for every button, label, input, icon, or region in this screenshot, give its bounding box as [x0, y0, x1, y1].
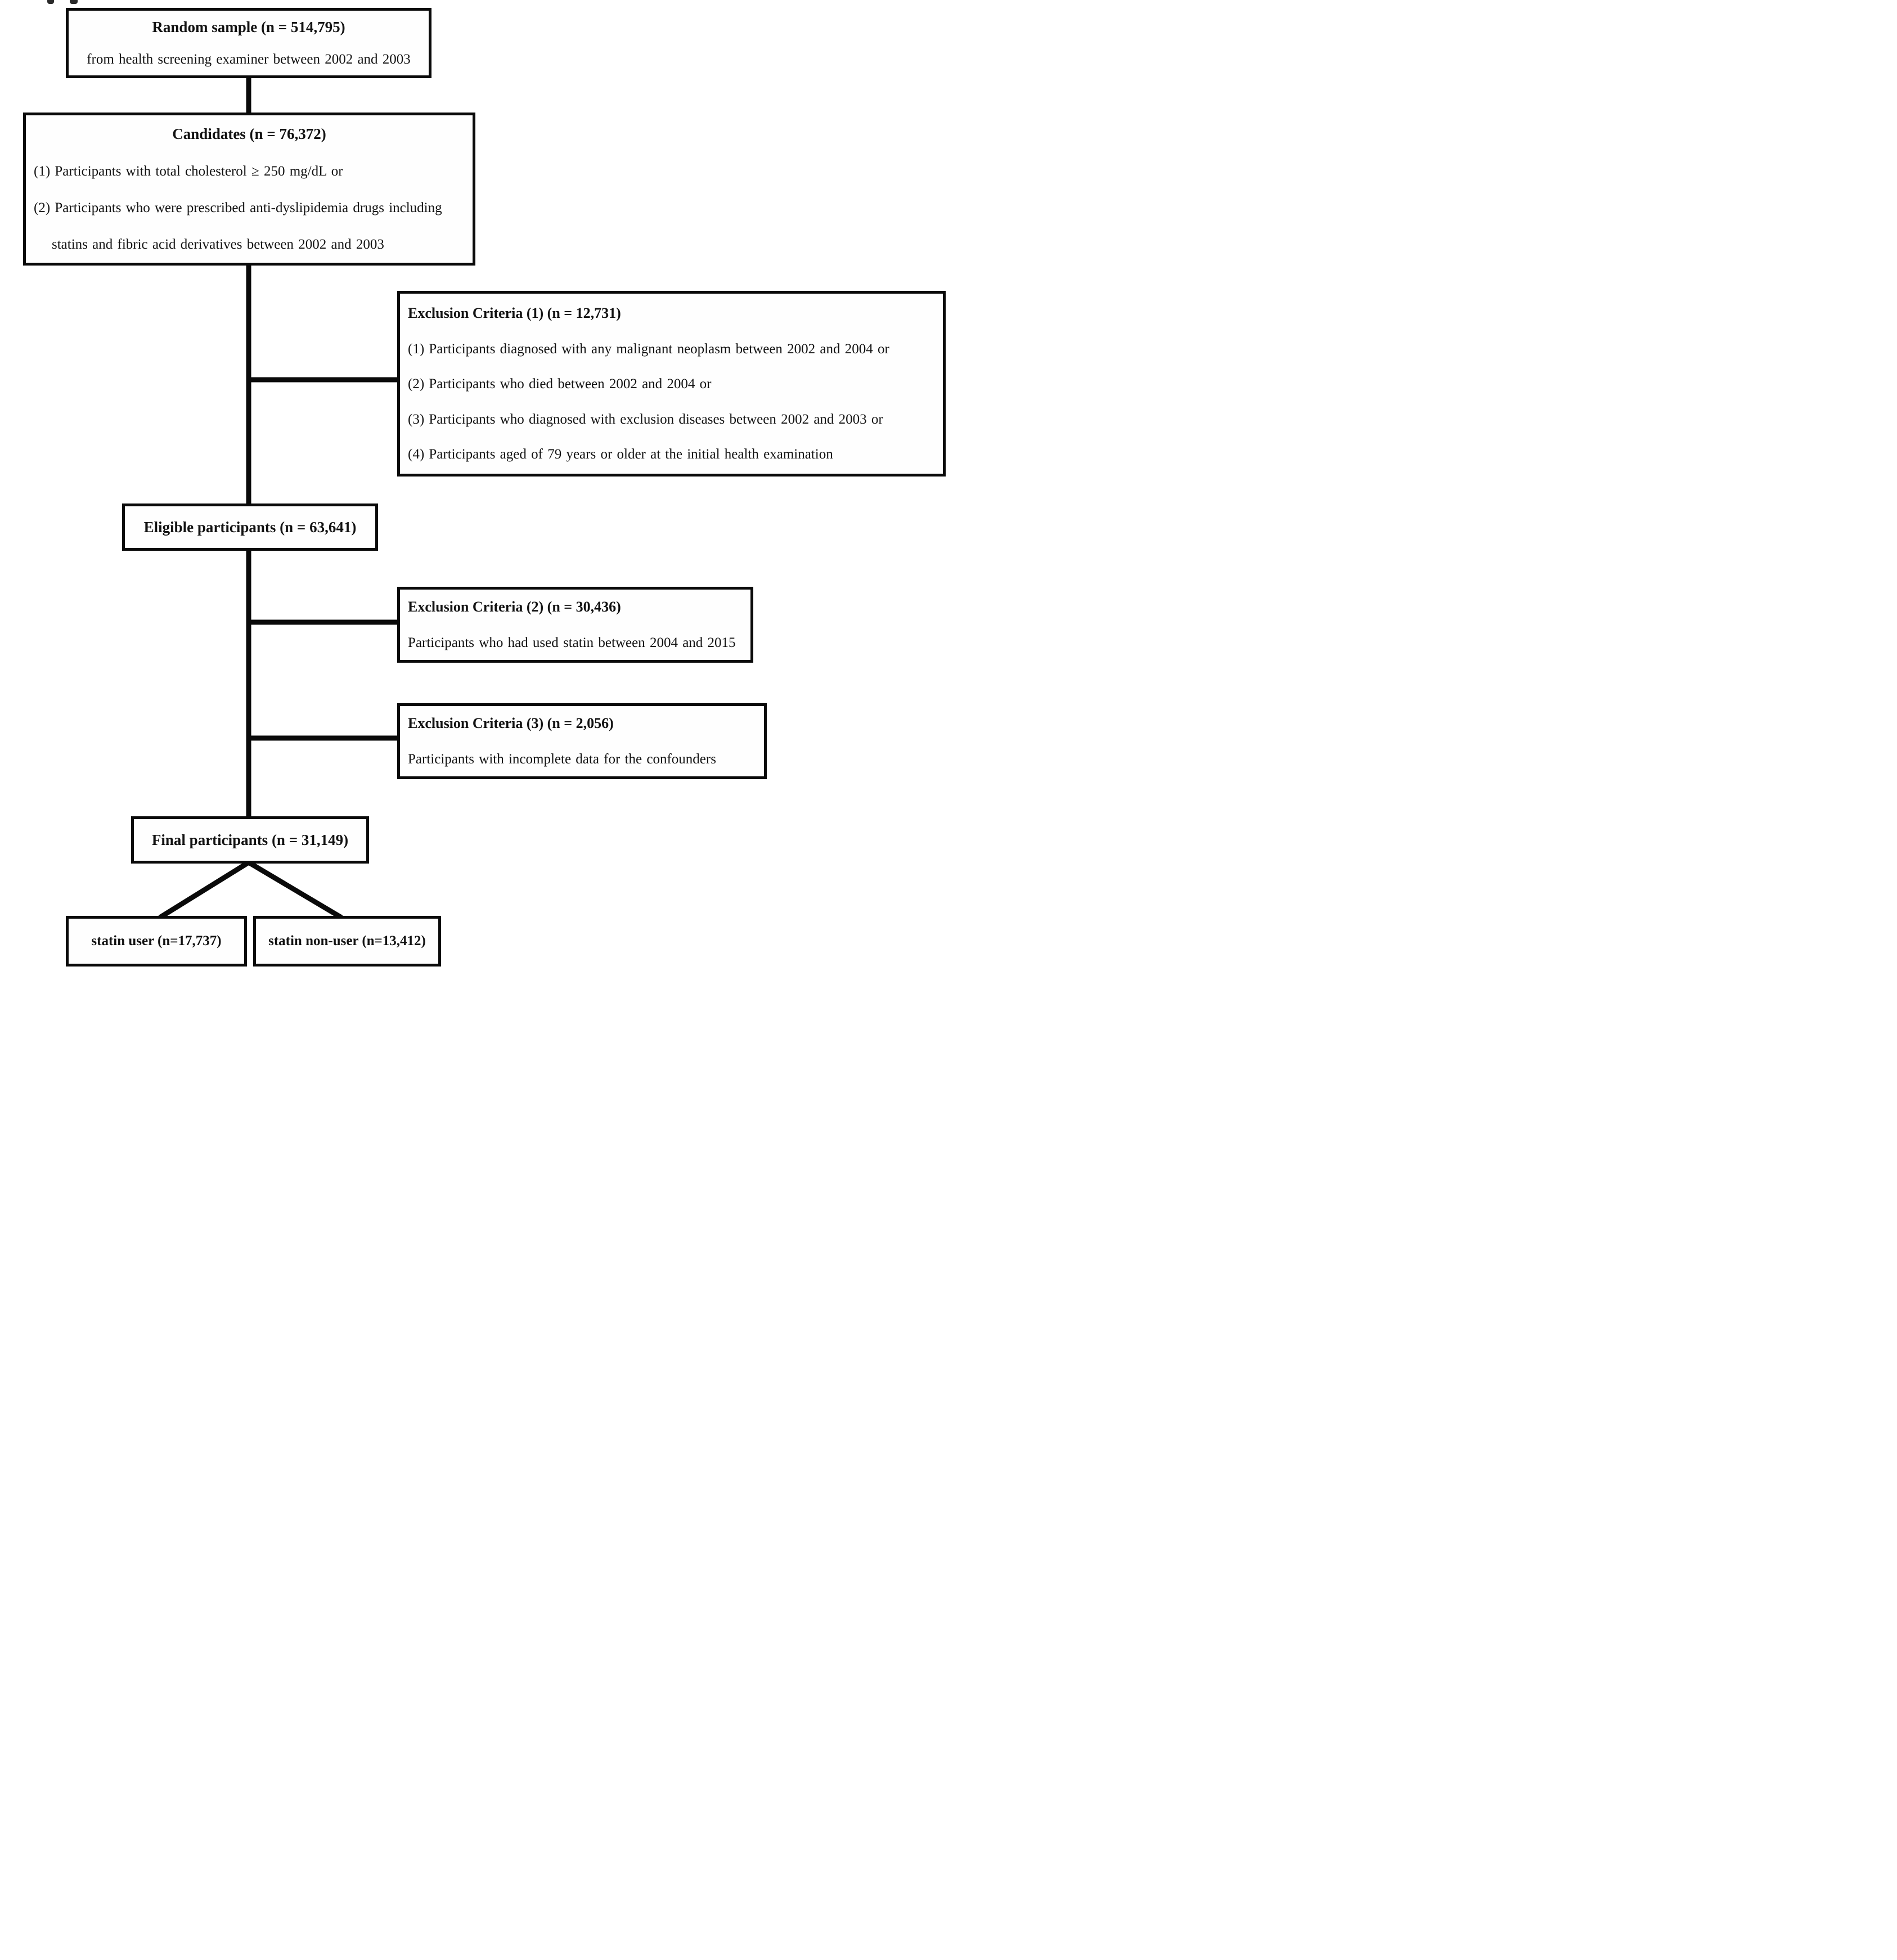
- exclusion-criteria-1-item: (3) Participants who diagnosed with excl…: [408, 411, 883, 427]
- random-sample-subtitle: from health screening examiner between 2…: [87, 52, 411, 67]
- connector-final-to-statin-non-user: [247, 860, 343, 920]
- candidates-item: statins and fibric acid derivatives betw…: [52, 237, 384, 252]
- exclusion-criteria-2-box: Exclusion Criteria (2) (n = 30,436) Part…: [397, 587, 753, 663]
- final-participants-box: Final participants (n = 31,149): [131, 816, 369, 864]
- statin-non-user-title: statin non-user (n=13,412): [268, 933, 426, 948]
- random-sample-box: Random sample (n = 514,795) from health …: [66, 8, 431, 78]
- random-sample-title: Random sample (n = 514,795): [152, 19, 345, 35]
- eligible-participants-box: Eligible participants (n = 63,641): [122, 504, 378, 551]
- connector-final-to-statin-user: [158, 860, 250, 920]
- exclusion-criteria-2-item: Participants who had used statin between…: [408, 635, 736, 650]
- candidates-item: (1) Participants with total cholesterol …: [34, 164, 343, 179]
- exclusion-criteria-1-item: (4) Participants aged of 79 years or old…: [408, 447, 833, 462]
- candidates-item: (2) Participants who were prescribed ant…: [34, 200, 442, 215]
- eligible-participants-title: Eligible participants (n = 63,641): [143, 518, 357, 536]
- exclusion-criteria-1-box: Exclusion Criteria (1) (n = 12,731) (1) …: [397, 291, 946, 476]
- statin-non-user-box: statin non-user (n=13,412): [253, 916, 441, 966]
- exclusion-criteria-3-title: Exclusion Criteria (3) (n = 2,056): [408, 715, 614, 731]
- exclusion-criteria-1-item: (2) Participants who died between 2002 a…: [408, 376, 712, 392]
- exclusion-criteria-2-title: Exclusion Criteria (2) (n = 30,436): [408, 599, 621, 615]
- exclusion-criteria-1-title: Exclusion Criteria (1) (n = 12,731): [408, 305, 621, 321]
- flow-diagram: Random sample (n = 514,795) from health …: [0, 0, 949, 980]
- exclusion-criteria-3-box: Exclusion Criteria (3) (n = 2,056) Parti…: [397, 703, 767, 779]
- candidates-title: Candidates (n = 76,372): [172, 125, 326, 142]
- statin-user-title: statin user (n=17,737): [91, 933, 222, 948]
- final-participants-title: Final participants (n = 31,149): [151, 831, 349, 848]
- cropped-glyph-fragment: [70, 0, 78, 4]
- exclusion-criteria-1-item: (1) Participants diagnosed with any mali…: [408, 341, 889, 357]
- cropped-glyph-fragment: [47, 0, 54, 4]
- candidates-box: Candidates (n = 76,372) (1) Participants…: [23, 113, 475, 266]
- exclusion-criteria-3-item: Participants with incomplete data for th…: [408, 752, 716, 767]
- statin-user-box: statin user (n=17,737): [66, 916, 247, 966]
